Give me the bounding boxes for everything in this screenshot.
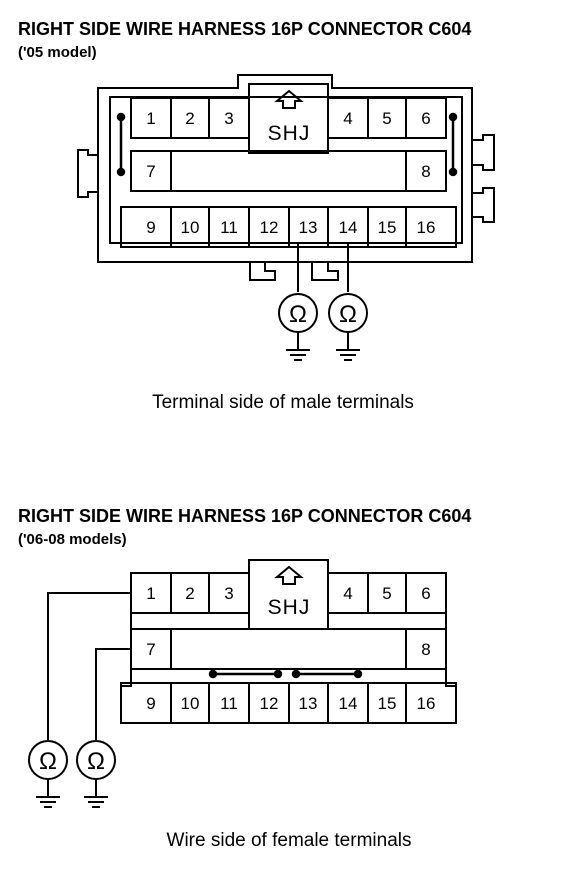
connector1-jumpers <box>116 112 458 177</box>
terminal-label: 12 <box>260 694 279 713</box>
ground-icon <box>84 796 108 808</box>
diagram-06-08-models: RIGHT SIDE WIRE HARNESS 16P CONNECTOR C6… <box>18 506 471 851</box>
ohm-symbol: Ω <box>87 748 105 775</box>
diagram-05-model: RIGHT SIDE WIRE HARNESS 16P CONNECTOR C6… <box>18 19 495 413</box>
jumper-dot <box>273 669 283 679</box>
terminal-label: 7 <box>146 640 155 659</box>
terminal-label: 4 <box>343 584 352 603</box>
terminal-label: 10 <box>181 694 200 713</box>
connector2-key: SHJ <box>248 559 329 630</box>
diagram2-title: RIGHT SIDE WIRE HARNESS 16P CONNECTOR C6… <box>18 506 471 526</box>
terminal-label: 6 <box>421 109 430 128</box>
terminal-label: 14 <box>339 218 358 237</box>
terminal-label: 16 <box>417 218 436 237</box>
terminal-label: 11 <box>220 218 238 237</box>
ohm-symbol: Ω <box>39 748 57 775</box>
terminal-label: 5 <box>382 584 391 603</box>
jumper-dot <box>116 112 126 122</box>
arrow-up-icon <box>274 89 304 109</box>
terminal-label: 13 <box>299 694 318 713</box>
terminal-label: 4 <box>343 109 352 128</box>
terminal-label: 15 <box>378 218 397 237</box>
terminal-label: 16 <box>417 694 436 713</box>
terminal-label: 6 <box>421 584 430 603</box>
arrow-up-icon <box>274 565 304 585</box>
ground-icon <box>336 349 360 361</box>
terminal-label: 5 <box>382 109 391 128</box>
ground-icon <box>36 796 60 808</box>
connector1-key-label: SHJ <box>268 122 311 145</box>
ohm-symbol: Ω <box>339 301 357 328</box>
terminal-label: 2 <box>185 109 194 128</box>
jumper-dot <box>291 669 301 679</box>
diagram1-caption: Terminal side of male terminals <box>152 392 414 413</box>
terminal-label: 3 <box>224 584 233 603</box>
terminal-label: 2 <box>185 584 194 603</box>
terminal-label: 13 <box>299 218 318 237</box>
jumper-dot <box>353 669 363 679</box>
terminal-label: 14 <box>339 694 358 713</box>
terminal-label: 11 <box>220 694 238 713</box>
connector1-housing <box>77 74 495 281</box>
jumper-dot <box>448 167 458 177</box>
diagram2-caption: Wire side of female terminals <box>167 830 412 851</box>
connector1-key: SHJ <box>248 83 329 154</box>
terminal-label: 12 <box>260 218 279 237</box>
diagram1-title: RIGHT SIDE WIRE HARNESS 16P CONNECTOR C6… <box>18 19 471 39</box>
diagram2-subtitle: ('06-08 models) <box>18 531 127 548</box>
terminal-label: 7 <box>146 162 155 181</box>
connector2-key-label: SHJ <box>268 596 311 619</box>
ground-icon <box>286 349 310 361</box>
terminal-label: 8 <box>421 640 430 659</box>
terminal-label: 1 <box>146 584 155 603</box>
connector2-ohmmeters <box>28 592 131 808</box>
diagram1-subtitle: ('05 model) <box>18 44 97 61</box>
terminal-label: 9 <box>146 694 155 713</box>
terminal-label: 8 <box>421 162 430 181</box>
jumper-dot <box>448 112 458 122</box>
terminal-label: 1 <box>146 109 155 128</box>
terminal-label: 9 <box>146 218 155 237</box>
terminal-label: 3 <box>224 109 233 128</box>
connector1-terminal-labels: 1 2 3 4 5 6 7 8 9 10 11 12 13 14 15 16 <box>146 109 435 237</box>
connector2-jumpers <box>208 669 363 679</box>
ohm-symbol: Ω <box>289 301 307 328</box>
connector2-terminal-labels: 1 2 3 4 5 6 7 8 9 10 11 12 13 14 15 16 <box>146 584 435 713</box>
terminal-label: 10 <box>181 218 200 237</box>
connector1-ohmmeters <box>278 243 368 361</box>
terminal-label: 15 <box>378 694 397 713</box>
jumper-dot <box>208 669 218 679</box>
jumper-dot <box>116 167 126 177</box>
connector1-cavities <box>120 97 457 248</box>
